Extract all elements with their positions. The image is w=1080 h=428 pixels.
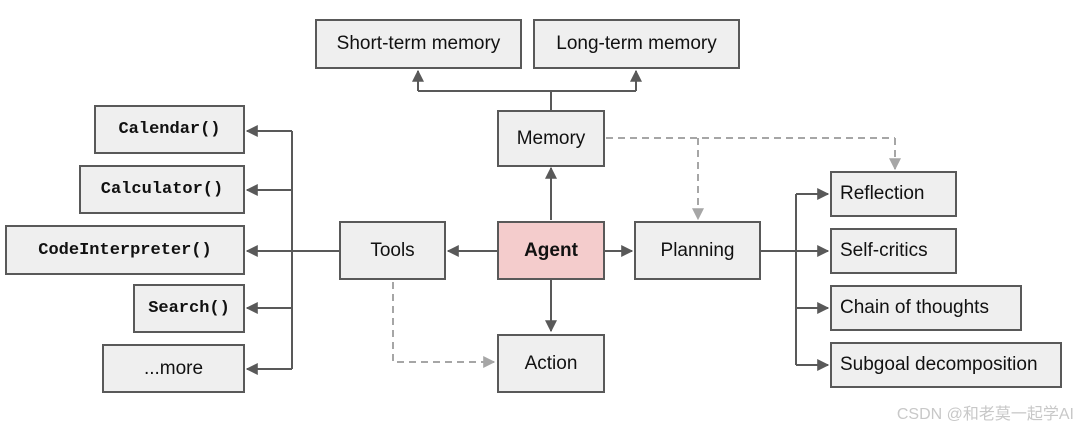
agent-node: Agent <box>497 221 605 280</box>
subgoal-decomposition-node: Subgoal decomposition <box>830 342 1062 388</box>
chain-of-thoughts-node: Chain of thoughts <box>830 285 1022 331</box>
code-interpreter-tool-node: CodeInterpreter() <box>5 225 245 275</box>
calendar-tool-node: Calendar() <box>94 105 245 154</box>
search-tool-node: Search() <box>133 284 245 333</box>
memory-branch-line <box>418 90 636 110</box>
reflection-node: Reflection <box>830 171 957 217</box>
memory-node: Memory <box>497 110 605 167</box>
tools-to-action-dashed-line <box>392 282 496 368</box>
watermark: CSDN @和老莫一起学AI <box>896 406 1074 423</box>
long-term-memory-node: Long-term memory <box>533 19 740 69</box>
tools-node: Tools <box>339 221 446 280</box>
calculator-tool-node: Calculator() <box>79 165 245 214</box>
planning-node: Planning <box>634 221 761 280</box>
planning-branch-line <box>761 194 797 365</box>
action-node: Action <box>497 334 605 393</box>
short-term-memory-node: Short-term memory <box>315 19 522 69</box>
self-critics-node: Self-critics <box>830 228 957 274</box>
tools-branch-line <box>291 131 340 369</box>
more-tools-node: ...more <box>102 344 245 393</box>
